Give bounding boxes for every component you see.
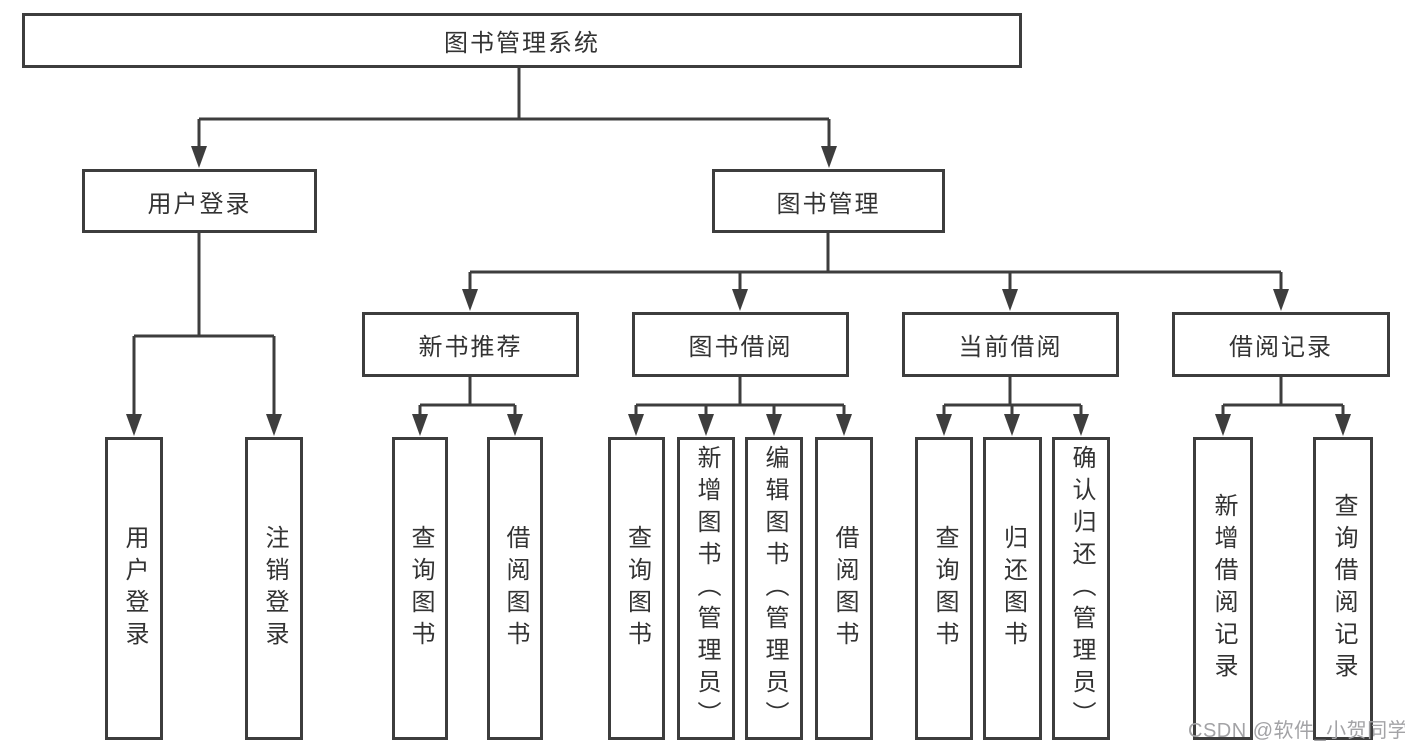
- leaf-logout: 注销登录: [245, 437, 303, 740]
- node-current-borrowing: 当前借阅: [902, 312, 1119, 377]
- node-label: 新增借阅记录: [1210, 492, 1237, 685]
- leaf-return-books: 归还图书: [983, 437, 1042, 740]
- connector-user-login-to-leaves: [126, 233, 282, 436]
- node-user-login: 用户登录: [82, 169, 317, 233]
- node-borrowing-records: 借阅记录: [1172, 312, 1390, 377]
- node-label: 图书管理: [776, 190, 881, 218]
- connector-book-mgmt-to-level3: [462, 233, 1289, 311]
- leaf-query-books-borrowing: 查询图书: [608, 437, 665, 740]
- node-book-management: 图书管理: [712, 169, 945, 233]
- node-label: 归还图书: [999, 524, 1027, 653]
- leaf-add-borrow-record: 新增借阅记录: [1193, 437, 1253, 740]
- leaf-borrow-books: 借阅图书: [815, 437, 873, 740]
- node-book-borrowing: 图书借阅: [632, 312, 849, 377]
- node-label: 新增图书（管理员）: [693, 444, 720, 733]
- leaf-query-books-recommend: 查询图书: [392, 437, 448, 740]
- node-label: 查询图书: [407, 524, 434, 653]
- node-label: 用户登录: [147, 190, 252, 218]
- leaf-query-borrow-record: 查询借阅记录: [1313, 437, 1373, 740]
- leaf-edit-books-admin: 编辑图书（管理员）: [745, 437, 803, 740]
- node-label: 查询借阅记录: [1330, 492, 1357, 685]
- node-label: 注销登录: [261, 524, 288, 653]
- node-label: 编辑图书（管理员）: [761, 444, 788, 733]
- leaf-borrow-books-recommend: 借阅图书: [487, 437, 543, 740]
- leaf-confirm-return-admin: 确认归还（管理员）: [1052, 437, 1110, 740]
- node-label: 借阅记录: [1229, 334, 1333, 361]
- node-label: 借阅图书: [502, 524, 529, 653]
- node-label: 图书管理系统: [444, 30, 600, 57]
- leaf-user-login: 用户登录: [105, 437, 163, 740]
- node-library-system: 图书管理系统: [22, 13, 1022, 68]
- leaf-add-books-admin: 新增图书（管理员）: [677, 437, 735, 740]
- connector-borrow-records-to-leaves: [1215, 377, 1351, 436]
- connector-new-book-rec-to-leaves: [412, 377, 523, 436]
- node-label: 借阅图书: [831, 524, 858, 653]
- connector-current-borrow-to-leaves: [936, 377, 1089, 436]
- connector-root-to-level2: [191, 68, 837, 168]
- csdn-watermark: CSDN @软件_小贺同学: [1188, 720, 1405, 742]
- node-label: 当前借阅: [958, 334, 1063, 361]
- node-label: 查询图书: [931, 524, 958, 653]
- node-label: 图书借阅: [688, 334, 793, 361]
- node-label: 查询图书: [623, 524, 651, 653]
- node-label: 确认归还（管理员）: [1068, 444, 1095, 733]
- leaf-query-books-current: 查询图书: [915, 437, 973, 740]
- node-label: 用户登录: [121, 524, 148, 653]
- node-label: 新书推荐: [418, 334, 523, 361]
- connector-book-borrow-to-leaves: [628, 377, 852, 436]
- node-new-book-recommend: 新书推荐: [362, 312, 579, 377]
